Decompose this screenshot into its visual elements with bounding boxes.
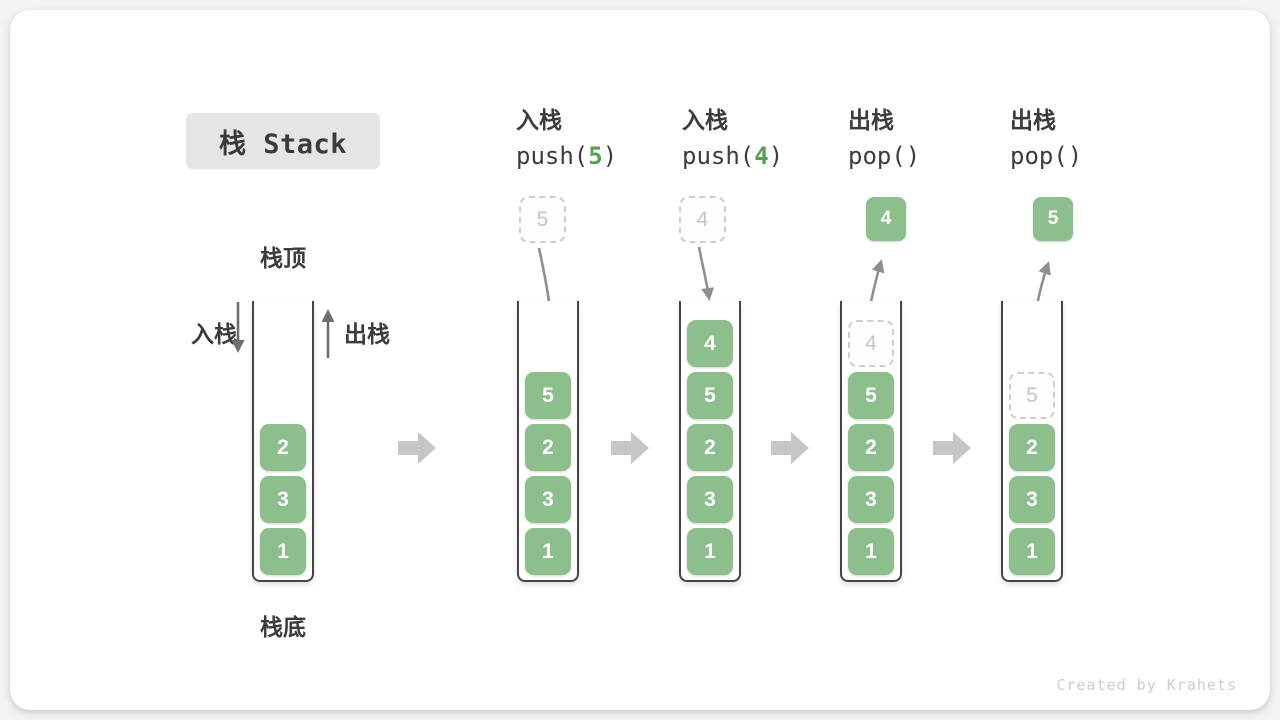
code-text: push(	[682, 142, 755, 170]
title-text: 栈 Stack	[218, 128, 348, 160]
step4-op-label: 出栈	[1010, 107, 1056, 133]
watermark: Created by Krahets	[1056, 676, 1237, 694]
code-text: )	[602, 142, 618, 170]
stack-cell-ghost: 5	[1009, 372, 1055, 419]
stack-cell: 2	[260, 424, 306, 471]
stack-cell: 3	[525, 476, 571, 523]
stack-cell: 2	[848, 424, 894, 471]
stack-container-step4: 5 2 3 1	[1001, 301, 1063, 582]
popped-value-box: 5	[1033, 197, 1073, 241]
push-side-label: 入栈	[191, 321, 237, 347]
code-text: push(	[516, 142, 589, 170]
code-text: pop()	[848, 142, 921, 170]
stack-cell: 1	[525, 528, 571, 575]
code-text: pop()	[1010, 142, 1083, 170]
stack-bottom-label: 栈底	[260, 614, 306, 640]
step3-op-label: 出栈	[848, 107, 894, 133]
incoming-value-box: 5	[519, 196, 566, 243]
stack-container-step3: 4 5 2 3 1	[840, 301, 902, 582]
stack-cell: 1	[848, 528, 894, 575]
step2-op-label: 入栈	[682, 107, 728, 133]
incoming-value-box: 4	[679, 196, 726, 243]
stack-cell: 5	[525, 372, 571, 419]
stack-cell: 2	[687, 424, 733, 471]
stack-cell: 2	[525, 424, 571, 471]
stack-cell: 3	[260, 476, 306, 523]
code-arg: 4	[754, 142, 769, 170]
stack-container-step2: 4 5 2 3 1	[679, 301, 741, 582]
step2-op-code: push(4)	[682, 141, 783, 171]
stack-cell: 5	[687, 372, 733, 419]
stack-cell: 4	[687, 320, 733, 367]
step1-op-code: push(5)	[516, 141, 617, 171]
stack-cell: 3	[848, 476, 894, 523]
stack-top-label: 栈顶	[260, 245, 306, 271]
code-arg: 5	[588, 142, 603, 170]
code-text: )	[768, 142, 784, 170]
stack-cell: 3	[687, 476, 733, 523]
stack-cell-ghost: 4	[848, 320, 894, 367]
stack-cell: 3	[1009, 476, 1055, 523]
stack-cell: 1	[260, 528, 306, 575]
popped-value-box: 4	[866, 197, 906, 241]
stack-container-step1: 5 2 3 1	[517, 301, 579, 582]
stack-cell: 1	[1009, 528, 1055, 575]
stack-container-initial: 2 3 1	[252, 301, 314, 582]
stack-cell: 2	[1009, 424, 1055, 471]
step3-op-code: pop()	[848, 141, 920, 171]
title-badge: 栈 Stack	[186, 113, 380, 169]
stack-cell: 1	[687, 528, 733, 575]
pop-side-label: 出栈	[344, 321, 390, 347]
step4-op-code: pop()	[1010, 141, 1082, 171]
step1-op-label: 入栈	[516, 107, 562, 133]
stack-cell: 5	[848, 372, 894, 419]
